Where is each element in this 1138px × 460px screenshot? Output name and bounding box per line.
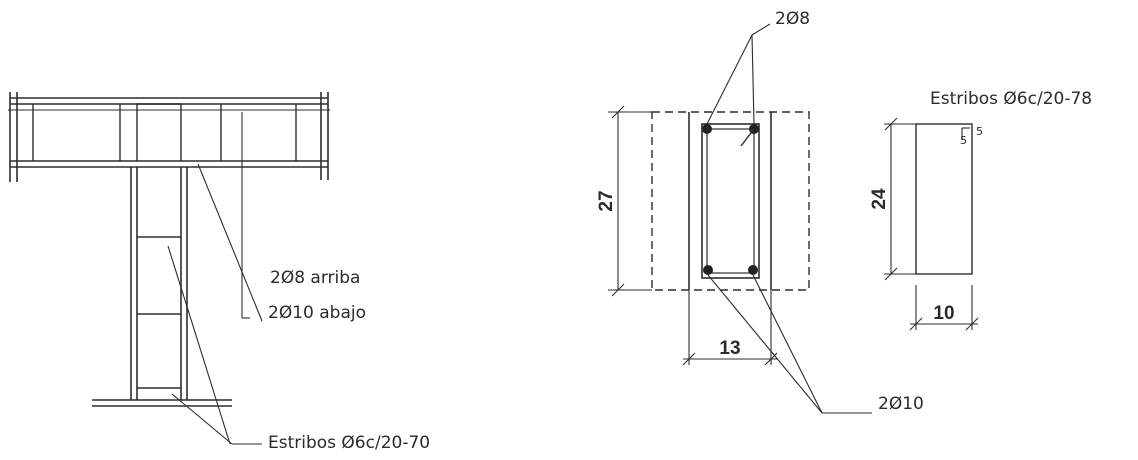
- stirrup-detail-shape: [915, 123, 973, 275]
- hook-detail: [961, 127, 970, 140]
- section-width-dimension: [682, 290, 778, 366]
- vertical-web: [130, 167, 188, 400]
- hook-dim-b: 5: [976, 125, 983, 138]
- cross-section: 2Ø8 2Ø10 27 13: [596, 9, 924, 414]
- section-dashed-outline: [651, 111, 810, 291]
- stirrup-width-value: 10: [933, 303, 954, 324]
- stirrup-detail-title: Estribos Ø6c/20-78: [930, 89, 1092, 109]
- base-bars: [92, 399, 232, 407]
- section-web: [688, 112, 772, 290]
- top-bars-label: 2Ø8 arriba: [270, 268, 360, 288]
- rebar-bottom-left: [703, 265, 713, 275]
- stirrups-label: Estribos Ø6c/20-70: [268, 433, 430, 453]
- section-height-value: 27: [596, 190, 617, 211]
- section-bottom-bars-label: 2Ø10: [878, 394, 924, 414]
- beam-elevation: 2Ø8 arriba 2Ø10 abajo Estribos Ø6c/20-70: [8, 92, 430, 453]
- stirrup-height-value: 24: [869, 188, 890, 210]
- bottom-bars-leader: [707, 274, 872, 414]
- hook-dim-a: 5: [960, 134, 967, 147]
- rebar-bottom-right: [748, 265, 758, 275]
- section-height-dimension: [608, 105, 652, 297]
- top-bars-leader: [706, 23, 771, 125]
- beam-stirrups: [32, 103, 297, 161]
- stirrup-detail: Estribos Ø6c/20-78 5 5 24 10: [869, 89, 1092, 331]
- horizontal-beam: [8, 92, 330, 182]
- section-top-bars-label: 2Ø8: [775, 9, 810, 29]
- section-width-value: 13: [719, 338, 740, 359]
- section-stirrup-inner: [706, 128, 755, 274]
- bottom-bars-label: 2Ø10 abajo: [268, 303, 366, 323]
- stirrup-height-dimension: [884, 117, 916, 281]
- stirrup-width-dimension: [909, 285, 979, 331]
- section-stirrup: [701, 123, 760, 279]
- rebar-dots: [702, 124, 759, 275]
- stirrup-hook: [740, 128, 755, 147]
- rebar-top-left: [702, 124, 712, 134]
- elevation-leaders: [167, 112, 263, 445]
